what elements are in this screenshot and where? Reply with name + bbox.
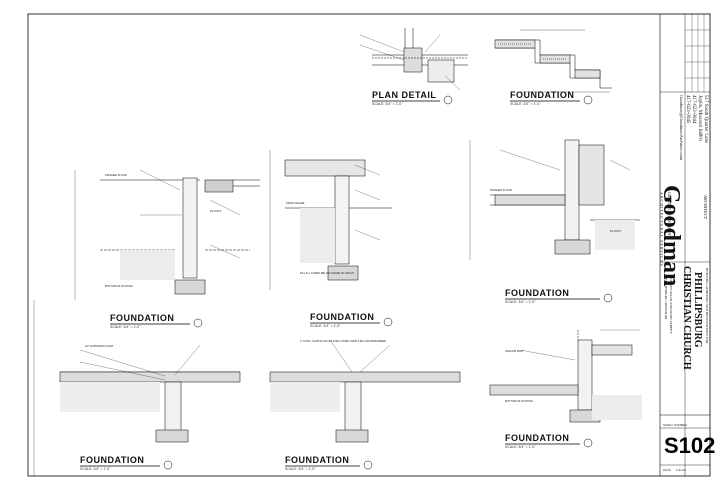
foundation-title: FOUNDATION [80,455,145,465]
date-label: DATE [663,468,671,472]
architect-phone: 417-623-0044 [691,95,696,124]
plan-detail-drawing [359,28,468,91]
architect-role: ARCHITECT [703,195,708,220]
plan-detail-scale: SCALE: 3/4" = 1'-0" [372,102,403,106]
note-finished-floor: FINISHED FLOOR [490,189,512,192]
date-value: 1/31/14 [676,468,687,472]
foundation-bot-center-drawing [269,339,461,443]
detail-marker [443,95,453,105]
architect-fax: 417-623-0045 [685,95,690,124]
foundation-scale: SCALE: 3/4" = 1'-0" [285,467,316,471]
architect-person: GREGORY A. GOODMAN [667,192,672,236]
sheet-number-label: SHEET NUMBER [663,423,687,427]
foundation-scale: SCALE: 3/4" = 1'-0" [80,467,111,471]
project-city: PHILLIPSBURG, MISSOURI [664,276,668,320]
sheet-border [27,13,711,477]
note-finish-grade: FINISH GRADE [286,202,305,205]
foundation-top-right-drawing [494,29,612,93]
foundation-title: FOUNDATION [110,313,175,323]
foundation-title: FOUNDATION [510,90,575,100]
plan-detail-title: PLAN DETAIL [372,90,437,100]
architect-tagline: ARCHITECTURAL SERVICES [659,192,664,267]
foundation-title: FOUNDATION [505,433,570,443]
architect-city: Joplin, Missouri 64801 [697,95,702,142]
note-bottom-of-footing: BOTTOM OF FOOTING [505,400,533,403]
project-name-line2: CHRISTIAN CHURCH [681,266,692,370]
foundation-title: FOUNDATION [310,312,375,322]
foundation-scale: SCALE: 3/4" = 1'-0" [505,300,536,304]
project-caption: BUILDING ADDITION AND RENOVATIONS FOR [705,268,709,344]
foundation-title: FOUNDATION [505,288,570,298]
foundation-bot-right-drawing [489,329,642,423]
foundation-scale: SCALE: 3/4" = 1'-0" [110,325,141,329]
note-rebar: #4 CONT. [210,210,222,213]
sheet-number: S102 [664,433,716,458]
foundation-scale: SCALE: 3/4" = 1'-0" [310,324,341,328]
foundation-mid-left-drawing [74,169,260,300]
note-expansion-joint: 1/2" EXPANSION JOINT [85,345,114,348]
foundation-mid-right-drawing [469,139,640,260]
architect-email: Goodman@GoodmanArchitect.com [679,95,684,161]
architect-address: 517 South Quarter Lane [703,95,708,144]
foundation-bot-left-drawing [59,344,241,443]
foundation-scale: SCALE: 3/4" = 1'-0" [510,102,541,106]
revision-table [685,14,710,92]
foundation-scale: SCALE: 3/4" = 1'-0" [505,445,536,449]
foundation-mid-center-drawing [269,150,392,290]
project-name-line1: PHILLIPSBURG [692,272,703,348]
note-bottom-of-footing: BOTTOM OF FOOTING [105,285,133,288]
note-slab: 4" CONC. SLAB W/ 6x6 W1.4xW1.4 WWF OVER … [300,340,386,343]
note-fill-cells: FILL ALL CORES BELOW GRADE W/ GROUT [300,272,355,275]
note-finished-floor: FINISHED FLOOR [105,174,127,177]
project-address: COUNTY ROAD AND MAIN STREET [669,276,673,334]
foundation-title: FOUNDATION [285,455,350,465]
note-anchor-bolt: ANCHOR BOLT [505,350,524,353]
note-rebar: #4 CONT. [610,230,622,233]
